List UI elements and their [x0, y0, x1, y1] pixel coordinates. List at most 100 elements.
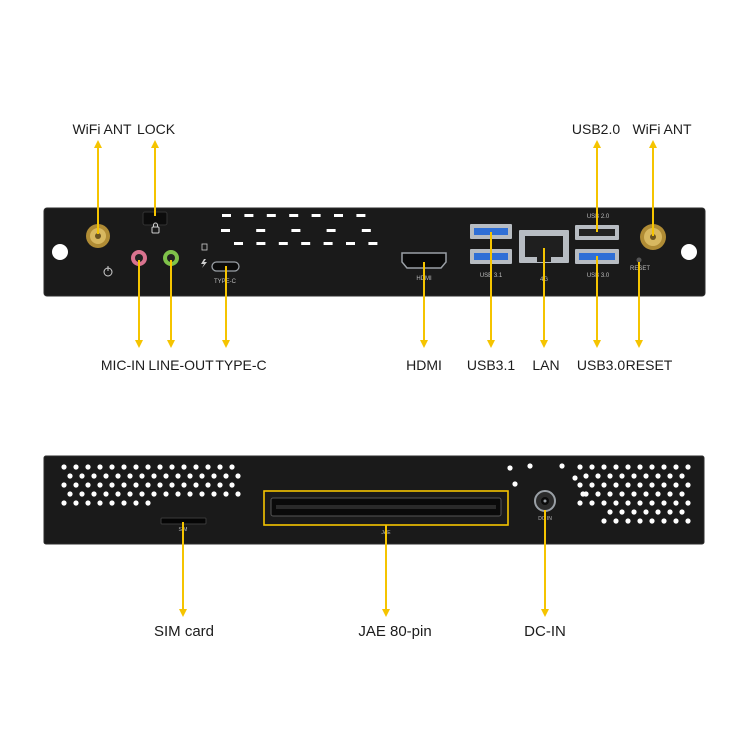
vent-slot [368, 242, 378, 245]
vent-hole [577, 500, 583, 506]
vent-hole [631, 509, 637, 515]
hdmi-port [401, 252, 447, 269]
vent-hole [507, 465, 513, 471]
dc-in-jack [534, 490, 556, 512]
vent-hole [607, 509, 613, 515]
vent-hole [199, 491, 205, 497]
vent-slot [289, 214, 299, 217]
vent-hole [139, 473, 145, 479]
bottom-vent-holes [61, 463, 691, 524]
vent-hole [97, 482, 103, 488]
vent-hole [685, 482, 691, 488]
vent-hole [205, 464, 211, 470]
vent-hole [625, 464, 631, 470]
vent-hole [217, 464, 223, 470]
vent-hole [679, 491, 685, 497]
vent-hole [223, 491, 229, 497]
top-io-panel: TYPE-C HDMI USB 3.1 4G USB 2.0 [43, 207, 706, 297]
jae-inner-slot [276, 505, 496, 509]
wifi-antenna-left-icon [86, 224, 110, 248]
vent-hole [577, 482, 583, 488]
usb20-silkscreen: USB 2.0 [587, 214, 610, 220]
vent-hole [619, 491, 625, 497]
vent-hole [127, 473, 133, 479]
vent-hole [115, 491, 121, 497]
label-lan: LAN [532, 357, 560, 373]
vent-hole [607, 491, 613, 497]
vent-hole [589, 482, 595, 488]
vent-hole [637, 518, 643, 524]
vent-slot [356, 214, 366, 217]
vent-hole [97, 464, 103, 470]
vent-slot [256, 242, 266, 245]
vent-hole [97, 500, 103, 506]
vent-hole [595, 491, 601, 497]
vent-hole [103, 491, 109, 497]
vent-hole [85, 464, 91, 470]
vent-hole [205, 482, 211, 488]
vent-hole [625, 500, 631, 506]
wifi-antenna-right-icon [640, 224, 666, 250]
label-jae-80-pin: JAE 80-pin [358, 623, 432, 640]
lan-port [519, 230, 569, 263]
vent-slot [334, 214, 343, 217]
vent-hole [139, 491, 145, 497]
vent-hole [572, 475, 578, 481]
vent-slot [361, 229, 371, 232]
vent-hole [187, 473, 193, 479]
label-wifi-ant-left: WiFi ANT [72, 121, 132, 137]
callout-arrows [94, 140, 657, 617]
vent-hole [79, 491, 85, 497]
vent-slot [326, 229, 336, 232]
usb20-port [575, 225, 619, 240]
vent-hole [157, 464, 163, 470]
vent-hole [217, 482, 223, 488]
storage-icon [201, 243, 208, 251]
vent-slot [346, 242, 355, 245]
vent-hole [679, 473, 685, 479]
vent-slot [278, 242, 288, 245]
vent-hole [223, 473, 229, 479]
vent-hole [601, 500, 607, 506]
vent-hole [109, 464, 115, 470]
label-sim-card: SIM card [153, 623, 215, 640]
vent-hole [61, 464, 67, 470]
vent-hole [229, 464, 235, 470]
vent-hole [580, 491, 586, 497]
vent-slot [311, 214, 321, 217]
vent-hole [145, 482, 151, 488]
vent-hole [673, 500, 679, 506]
label-mic-in: MIC-IN [100, 357, 146, 373]
vent-hole [649, 464, 655, 470]
vent-hole [667, 491, 673, 497]
vent-hole [655, 473, 661, 479]
label-usb31: USB3.1 [466, 357, 516, 373]
vent-hole [145, 464, 151, 470]
vent-slot [244, 214, 254, 217]
vent-hole [121, 482, 127, 488]
vent-slot [266, 214, 276, 217]
vent-hole [631, 491, 637, 497]
vent-hole [115, 473, 121, 479]
vent-hole [67, 491, 73, 497]
vent-hole [103, 473, 109, 479]
vent-hole [199, 473, 205, 479]
vent-hole [601, 518, 607, 524]
label-hdmi: HDMI [406, 357, 442, 373]
vent-hole [235, 491, 241, 497]
vent-hole [643, 509, 649, 515]
vent-hole [61, 482, 67, 488]
top-vent-slots [221, 214, 378, 245]
lock-slot [142, 211, 168, 234]
vent-hole [73, 464, 79, 470]
vent-hole [661, 464, 667, 470]
vent-hole [127, 491, 133, 497]
vent-hole [187, 491, 193, 497]
vent-hole [121, 464, 127, 470]
vent-hole [661, 518, 667, 524]
label-lock: LOCK [136, 121, 176, 137]
vent-hole [151, 473, 157, 479]
vent-hole [133, 482, 139, 488]
vent-hole [613, 518, 619, 524]
